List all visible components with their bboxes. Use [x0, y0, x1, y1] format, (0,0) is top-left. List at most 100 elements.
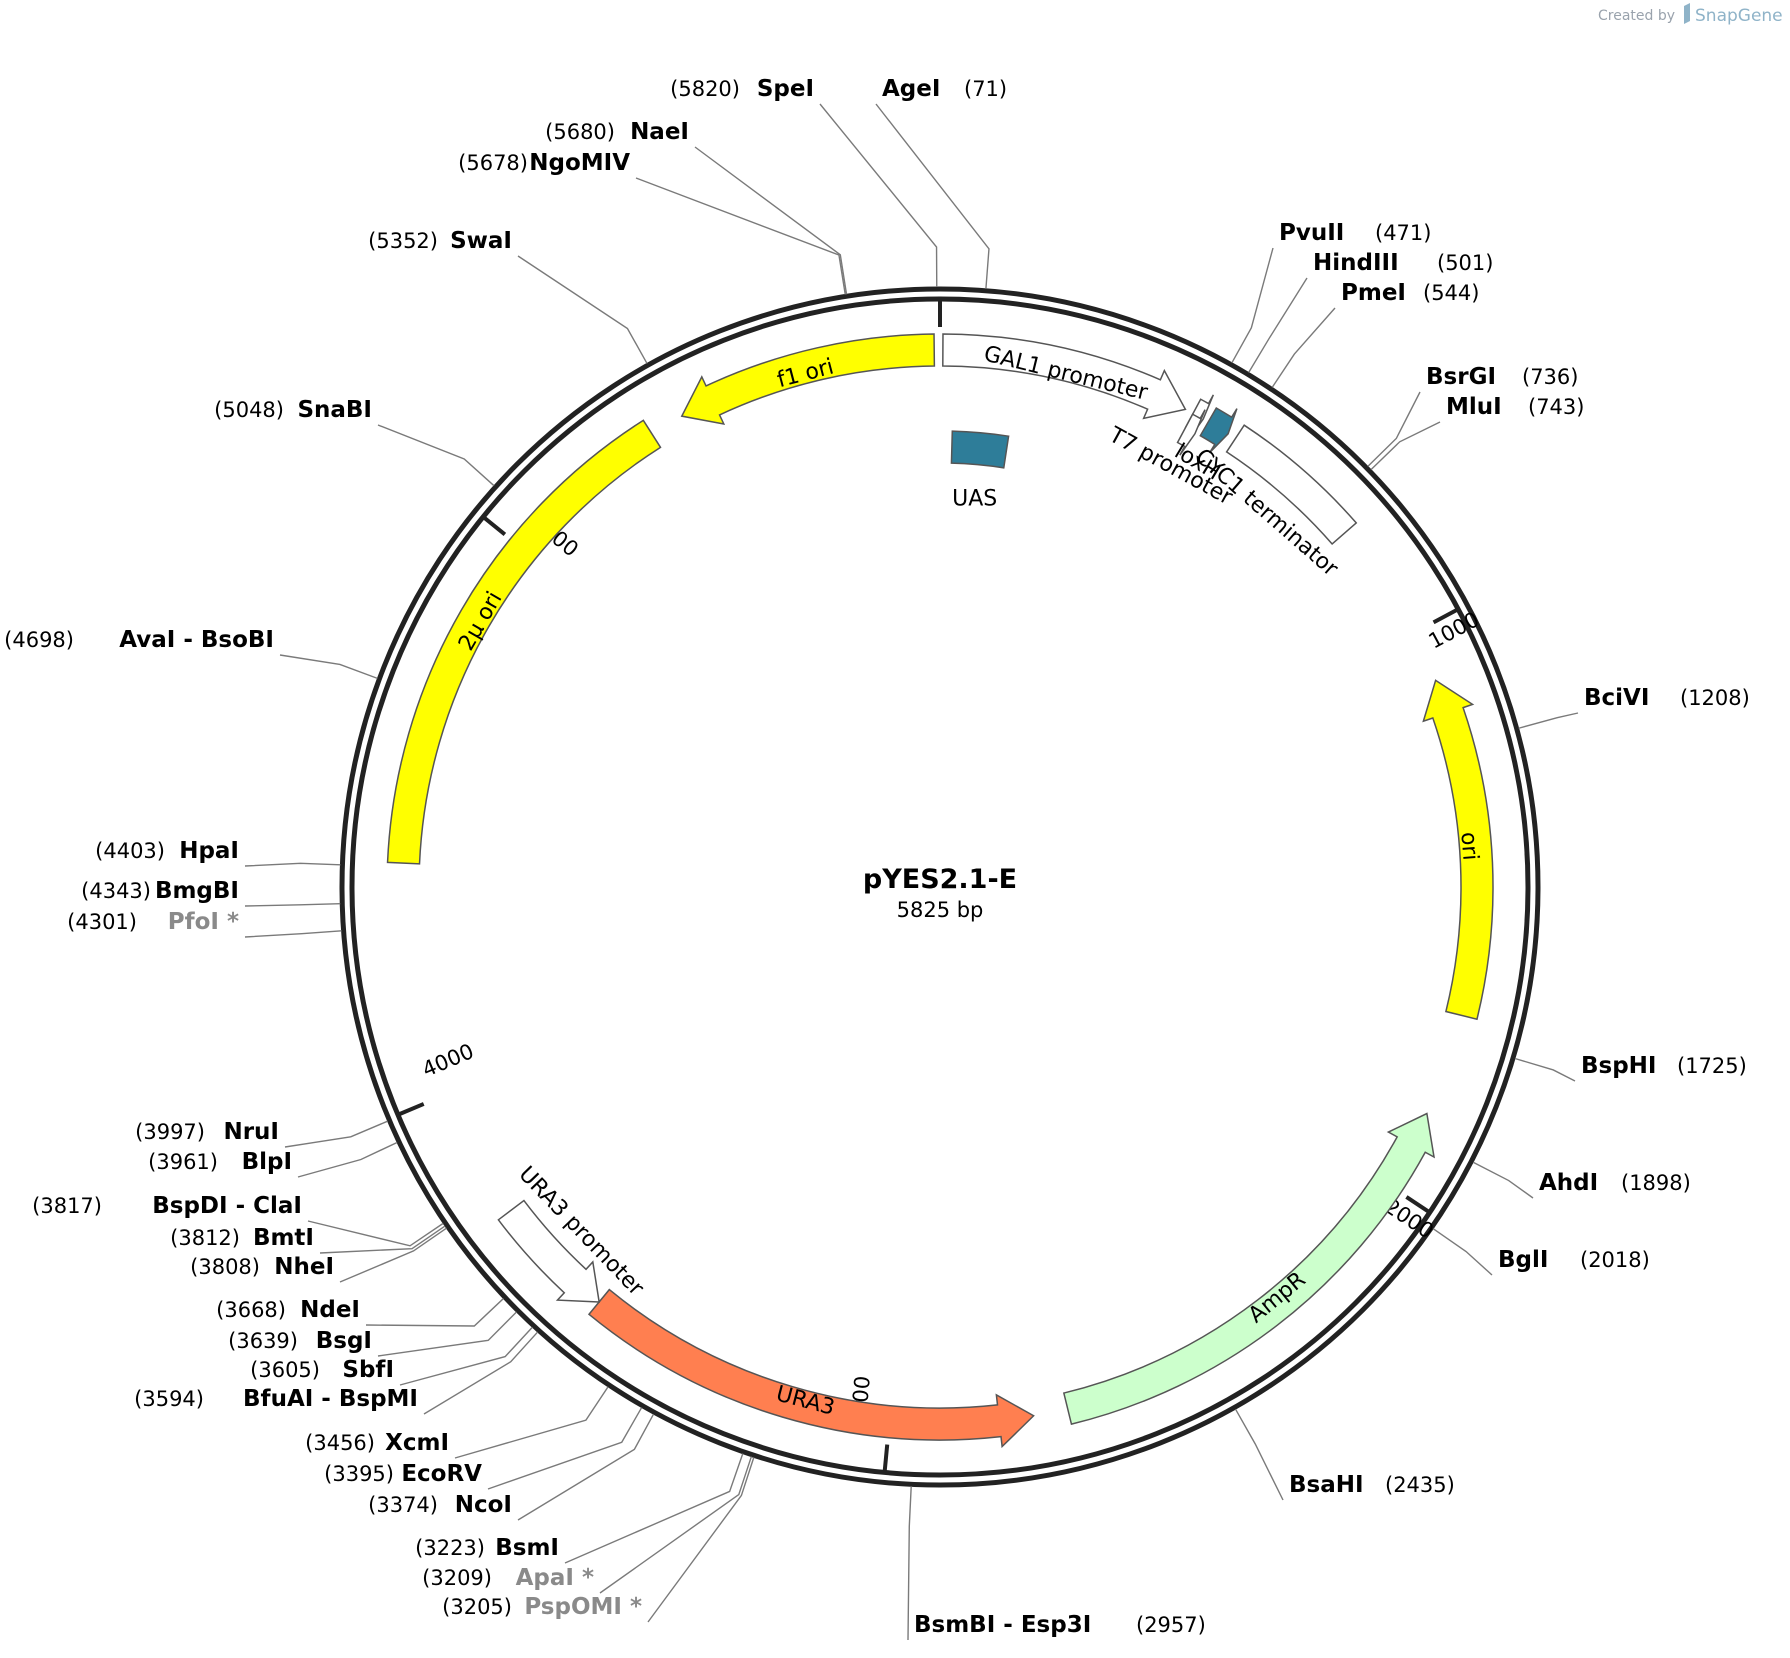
plasmid-name: pYES2.1-E [863, 864, 1017, 895]
lead-agei [875, 103, 990, 289]
site-name: NheI [274, 1254, 334, 1280]
feature-t7-promoter-4 [1176, 409, 1206, 456]
site-hindiii: HindIII(501) [1313, 250, 1493, 276]
site-name: BlpI [242, 1149, 292, 1175]
lead-ndei [365, 1298, 504, 1327]
lead-snabi [377, 424, 495, 487]
site-position: (5678) [458, 151, 528, 175]
site-position: (544) [1423, 281, 1479, 305]
lead-pmei [1271, 307, 1336, 388]
site-position: (3808) [190, 1255, 260, 1279]
tick-label-4000: 4000 [419, 1039, 478, 1082]
site-swai: SwaI(5352) [368, 228, 512, 254]
lead-bmgbi [244, 902, 341, 907]
site-position: (471) [1375, 221, 1431, 245]
site-position: (4343) [81, 879, 151, 903]
lead-mlui [1370, 421, 1441, 471]
site-pvuii: PvuII(471) [1279, 220, 1431, 246]
site-position: (3812) [170, 1226, 240, 1250]
feature-ampr-7 [1062, 1112, 1436, 1426]
site-sbfi: SbfI (3605) [250, 1357, 394, 1383]
lead-avai-bsobi [279, 654, 378, 680]
site-name: BsgI [316, 1328, 372, 1354]
site-name: NcoI [455, 1492, 512, 1518]
feature-label-uas: UAS [952, 487, 997, 512]
site-leader-lines [244, 103, 1579, 1641]
site-position: (1898) [1621, 1171, 1691, 1195]
site-bsahi: BsaHI (2435) [1289, 1472, 1455, 1498]
lead-pfoi [244, 930, 342, 938]
site-position: (736) [1522, 365, 1578, 389]
site-name: BciVI [1584, 685, 1649, 711]
site-name: SwaI [450, 228, 512, 254]
feature-2-ori-10 [386, 419, 662, 865]
lead-bsahi [1234, 1408, 1284, 1501]
site-ecorv: EcoRV (3395) [324, 1461, 482, 1487]
site-position: (3205) [442, 1595, 512, 1619]
lead-naei [694, 146, 848, 295]
tick-5000 [483, 516, 507, 537]
site-name: SnaBI [297, 397, 372, 423]
site-xcmi: XcmI (3456) [305, 1430, 449, 1456]
site-name: AhdI [1539, 1170, 1598, 1196]
lead-ecorv [487, 1407, 643, 1490]
lead-bgli [1432, 1228, 1493, 1276]
lead-ahdi [1472, 1161, 1534, 1199]
site-name: MluI [1446, 394, 1502, 420]
site-position: (3456) [305, 1431, 375, 1455]
site-position: (3395) [324, 1462, 394, 1486]
site-ncoi: NcoI(3374) [368, 1492, 512, 1518]
site-name: BsmBI - Esp3I [914, 1612, 1091, 1638]
site-position: (3605) [250, 1358, 320, 1382]
site-name: PmeI [1341, 280, 1406, 306]
lead-spei [819, 103, 938, 288]
site-hpai: HpaI(4403) [95, 838, 239, 864]
feature-ori-6 [1422, 679, 1494, 1021]
backbone [339, 286, 1541, 1488]
lead-bfuai-bspmi [423, 1331, 539, 1415]
lead-bspdi-clai [307, 1220, 444, 1247]
site-name: NdeI [300, 1297, 360, 1323]
site-position: (2435) [1385, 1473, 1455, 1497]
lead-swai [517, 255, 648, 364]
site-name: EcoRV [401, 1461, 482, 1487]
site-name: SbfI [342, 1357, 394, 1383]
site-name: AvaI - BsoBI [119, 627, 274, 653]
site-bsmbi-esp3i: BsmBI - Esp3I (2957) [914, 1612, 1206, 1638]
lead-apai [599, 1456, 753, 1594]
site-position: (2957) [1136, 1613, 1206, 1637]
lead-hpai [244, 862, 341, 867]
site-position: (71) [964, 77, 1007, 101]
site-name: XcmI [385, 1430, 449, 1456]
site-name: BglI [1498, 1247, 1548, 1273]
site-bmti: BmtI(3812) [170, 1225, 314, 1251]
site-name: BspDI - ClaI [152, 1193, 302, 1219]
tick-4000 [398, 1102, 425, 1116]
site-bsgi: BsgI(3639) [228, 1328, 372, 1354]
site-bcivi: BciVI(1208) [1584, 685, 1750, 711]
site-bfuai-bspmi: BfuAI - BspMI(3594) [134, 1386, 418, 1412]
lead-hindiii [1248, 277, 1308, 373]
site-position: (1725) [1677, 1054, 1747, 1078]
site-position: (3817) [32, 1194, 102, 1218]
site-position: (5680) [545, 120, 615, 144]
site-position: (3961) [148, 1150, 218, 1174]
site-position: (3223) [415, 1536, 485, 1560]
site-position: (3997) [135, 1120, 205, 1144]
site-position: (5048) [214, 398, 284, 422]
site-bgli: BglI(2018) [1498, 1247, 1650, 1273]
site-name: BsmI [495, 1535, 559, 1561]
feature-gal1-promoter-0 [942, 333, 1187, 420]
lead-bsmi [564, 1453, 744, 1564]
site-name: BspHI [1581, 1053, 1657, 1079]
site-pspomi: PspOMI *(3205) [442, 1594, 642, 1620]
site-name: BsaHI [1289, 1472, 1364, 1498]
feature-cyc1-terminator-5 [1225, 424, 1358, 546]
feature-uas-1 [950, 430, 1010, 469]
site-bsmi: BsmI (3223) [415, 1535, 559, 1561]
site-bmgbi: BmgBI(4343) [81, 878, 239, 904]
feature-loxh-3 [1199, 406, 1238, 454]
site-bspdi-clai: BspDI - ClaI (3817) [32, 1193, 302, 1219]
site-position: (743) [1528, 395, 1584, 419]
site-name: SpeI [757, 76, 814, 102]
